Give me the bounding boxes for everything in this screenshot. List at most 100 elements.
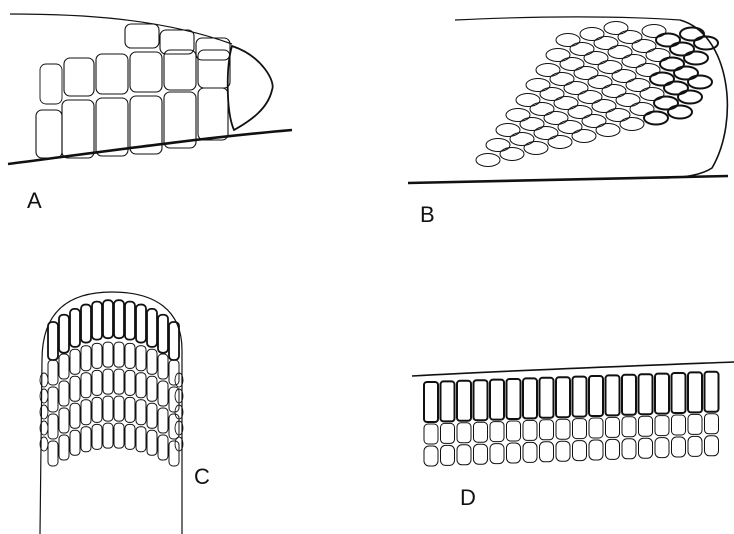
cell: [540, 420, 554, 440]
cell: [125, 397, 135, 422]
cell: [606, 417, 620, 437]
cell: [198, 50, 230, 88]
cell: [92, 424, 102, 449]
cell: [672, 373, 686, 413]
cell: [125, 343, 135, 368]
cell: [598, 61, 622, 74]
cell: [59, 315, 69, 353]
cell: [540, 88, 564, 101]
cell: [639, 374, 653, 414]
cell: [476, 154, 500, 167]
cell: [48, 441, 58, 466]
organ-outline-top: [455, 17, 680, 20]
cell: [441, 423, 455, 443]
cell: [136, 373, 146, 398]
cell: [70, 309, 80, 347]
cell: [81, 373, 91, 398]
cell: [70, 349, 80, 374]
cell: [81, 400, 91, 425]
cell: [584, 52, 608, 65]
organ-outline-bottom: [8, 130, 292, 164]
cell: [147, 430, 157, 455]
cell: [556, 377, 570, 417]
cell: [114, 396, 124, 421]
cell: [526, 79, 550, 92]
cell: [688, 372, 702, 412]
cell: [632, 40, 656, 53]
cell: [59, 381, 69, 406]
cell: [424, 382, 438, 422]
cell: [136, 305, 146, 343]
cell: [114, 369, 124, 394]
cell: [147, 309, 157, 347]
cell: [622, 417, 636, 437]
cell: [594, 37, 618, 50]
cell: [534, 127, 558, 140]
cell: [81, 427, 91, 452]
panel-label-c: C: [194, 466, 210, 488]
cell: [507, 421, 521, 441]
cell: [92, 302, 102, 340]
cell: [92, 343, 102, 368]
cell: [169, 441, 179, 466]
panel-c-drawing: [40, 292, 183, 534]
cell: [572, 130, 596, 143]
cell: [573, 419, 587, 439]
cell: [654, 97, 678, 110]
cell: [158, 381, 168, 406]
cell: [81, 346, 91, 371]
cell: [668, 106, 692, 119]
cell: [705, 436, 719, 456]
panel-label-d: D: [460, 487, 476, 509]
cell: [457, 445, 471, 465]
panel-d-drawing: [412, 362, 734, 466]
cell: [59, 354, 69, 379]
cell: [664, 82, 688, 95]
cell: [136, 400, 146, 425]
cell: [608, 46, 632, 59]
cell: [474, 444, 488, 464]
cell: [125, 424, 135, 449]
cell: [589, 418, 603, 438]
cell: [612, 70, 636, 83]
cell: [169, 414, 179, 439]
cell: [441, 381, 455, 421]
cell: [655, 416, 669, 436]
cell: [544, 112, 568, 125]
cell: [606, 439, 620, 459]
cell: [103, 369, 113, 394]
cell: [164, 50, 196, 90]
cell: [694, 37, 718, 50]
cell: [588, 76, 612, 89]
cell: [688, 76, 712, 89]
cell: [674, 67, 698, 80]
cell: [660, 58, 684, 71]
cell: [147, 403, 157, 428]
cell: [573, 441, 587, 461]
cell: [81, 305, 91, 343]
cell: [550, 73, 574, 86]
cell: [589, 376, 603, 416]
cell: [573, 377, 587, 417]
cell: [474, 422, 488, 442]
cell: [424, 446, 438, 466]
cell: [564, 82, 588, 95]
cell: [486, 139, 510, 152]
cell: [490, 422, 504, 442]
cell: [616, 94, 640, 107]
cell: [457, 423, 471, 443]
cell: [596, 124, 620, 137]
cell: [705, 372, 719, 412]
cell: [644, 112, 668, 125]
cell: [639, 438, 653, 458]
apical-cell: [228, 46, 273, 130]
cell: [125, 24, 159, 48]
cell: [48, 387, 58, 412]
panel-a-drawing: [8, 14, 292, 164]
cell: [136, 346, 146, 371]
cell: [646, 49, 670, 62]
cell: [62, 100, 94, 158]
cell: [606, 109, 630, 122]
cell: [507, 379, 521, 419]
cell: [636, 64, 660, 77]
